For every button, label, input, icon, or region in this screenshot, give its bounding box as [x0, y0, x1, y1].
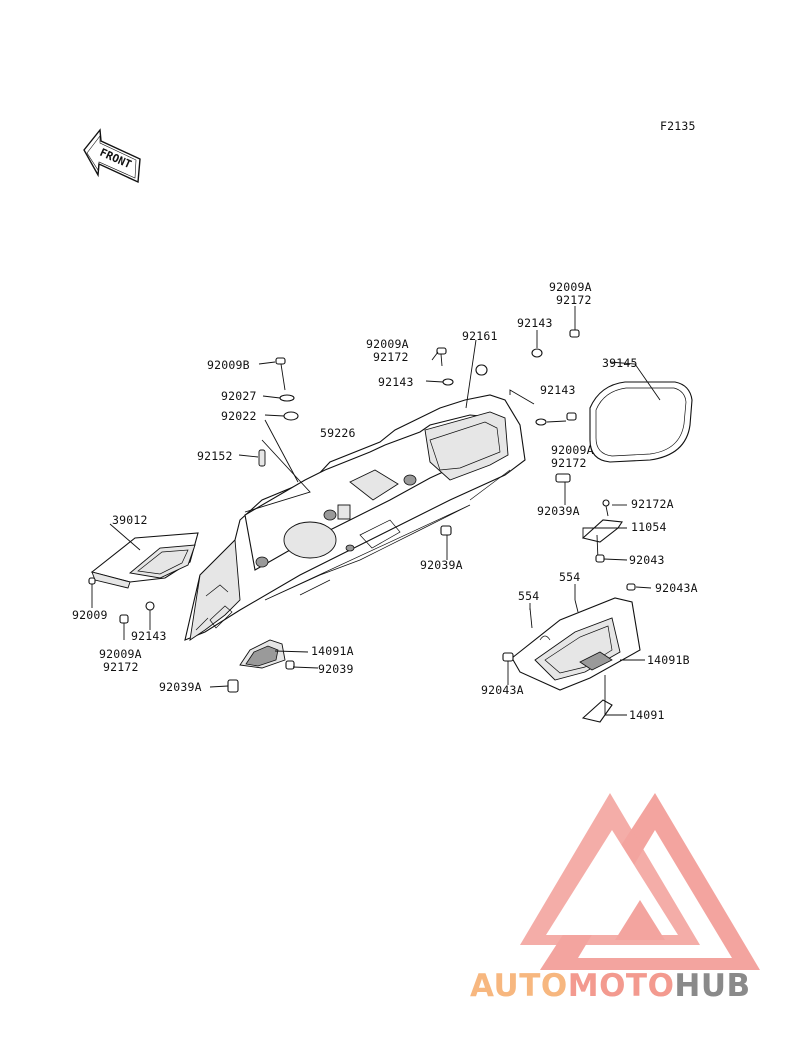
part-label: 92172: [103, 660, 139, 674]
part-label: 92143: [540, 383, 576, 397]
left-lid-part: [90, 532, 199, 589]
cover-14091-part: [581, 699, 613, 723]
right-tray-part: [511, 597, 641, 691]
part-label: 92161: [462, 329, 498, 343]
part-labels: 92009A 92172 92143 39145 92009A 92172 92…: [72, 280, 698, 722]
part-label: 92043A: [481, 683, 524, 697]
part-label: 11054: [631, 520, 667, 534]
part-label: 92172: [373, 350, 409, 364]
leader-lines: [91, 306, 661, 716]
svg-text:AUTOMOTOHUB: AUTOMOTOHUB: [470, 968, 751, 1004]
part-label: 92009B: [207, 358, 250, 372]
bracket-part: [581, 519, 623, 561]
part-label: 92143: [131, 629, 167, 643]
part-label: 92009A: [551, 443, 594, 457]
part-label: 92009A: [366, 337, 409, 351]
part-label: 92039: [318, 662, 354, 676]
part-label: 92009: [72, 608, 108, 622]
part-label: 39012: [112, 513, 148, 527]
part-label: 92039A: [159, 680, 202, 694]
part-label: 92039A: [420, 558, 463, 572]
part-label: 92172A: [631, 497, 674, 511]
part-label: 92009A: [549, 280, 592, 294]
part-label: 14091A: [311, 644, 354, 658]
part-label: 92172: [556, 293, 592, 307]
part-label: 59226: [320, 426, 356, 440]
watermark-text: AUTOMOTOHUB: [470, 968, 751, 1004]
part-label: 92009A: [99, 647, 142, 661]
fasteners: [88, 329, 636, 693]
part-label: 92152: [197, 449, 233, 463]
part-label: 14091: [629, 708, 665, 722]
part-label: 554: [559, 570, 580, 584]
watermark-hub: HUB: [674, 968, 750, 1004]
small-cover-part: [239, 639, 286, 669]
seal-part: [589, 381, 693, 463]
front-arrow-icon: FRONT: [83, 128, 141, 184]
part-label: 92143: [517, 316, 553, 330]
part-label: 39145: [602, 356, 638, 370]
part-label: 554: [518, 589, 539, 603]
watermark-logo-icon: [520, 793, 760, 970]
watermark-moto: MOTO: [568, 968, 675, 1004]
part-label: 92027: [221, 389, 257, 403]
part-label: 92143: [378, 375, 414, 389]
figure-code: F2135: [660, 119, 696, 133]
part-label: 92043: [629, 553, 665, 567]
part-label: 92043A: [655, 581, 698, 595]
part-label: 92172: [551, 456, 587, 470]
part-label: 14091B: [647, 653, 690, 667]
part-label: 92022: [221, 409, 257, 423]
main-panel-part: [184, 394, 526, 641]
watermark-auto: AUTO: [470, 968, 568, 1004]
part-label: 92039A: [537, 504, 580, 518]
